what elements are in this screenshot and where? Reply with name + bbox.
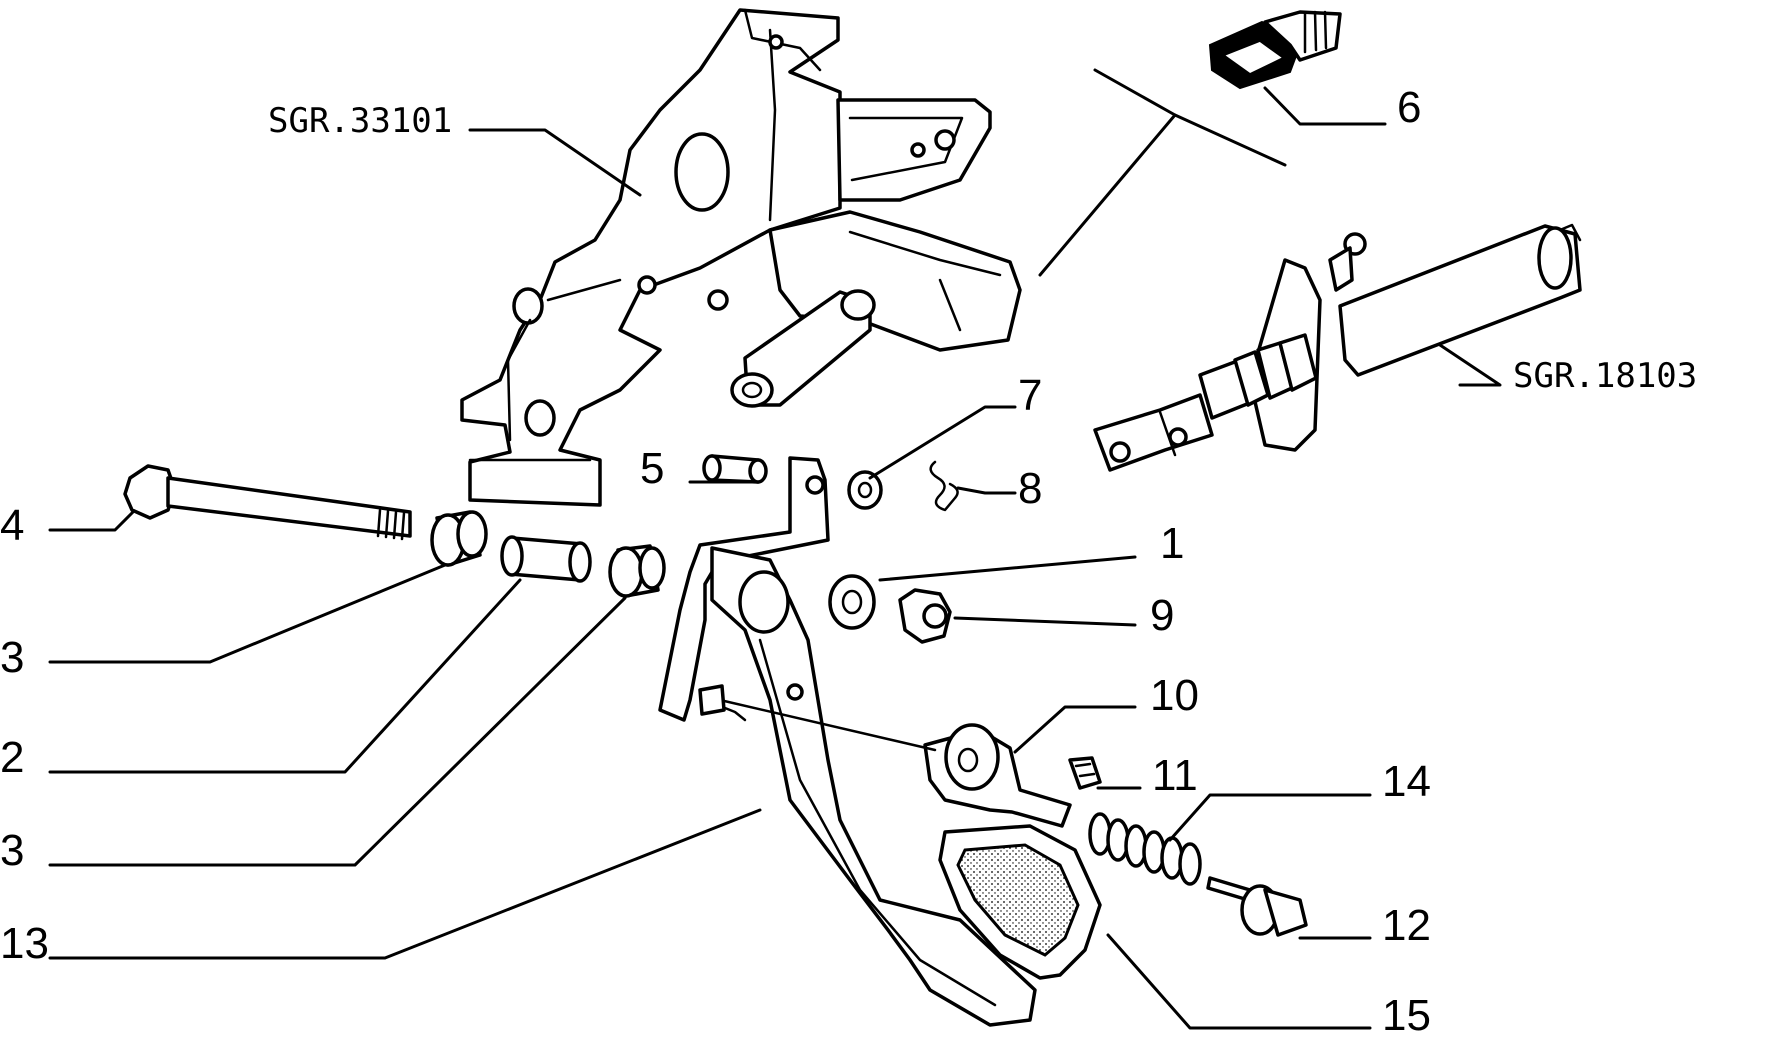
leader-lines <box>48 86 1502 1030</box>
part-6-pin <box>702 454 768 484</box>
part-11-spring-seat <box>923 723 1072 828</box>
pedal-bracket <box>460 8 1022 507</box>
reference-label-bracket: SGR.33101 <box>268 101 452 141</box>
callout-4: 13 <box>0 919 49 968</box>
part-1-washer <box>828 574 876 630</box>
callout-9: 8 <box>1018 464 1042 513</box>
part-3-bushing-right <box>608 544 666 598</box>
part-10-nut <box>898 588 952 644</box>
callout-3-right: 3 <box>0 826 24 875</box>
callout-5: 4 <box>0 501 24 550</box>
assembly-guide-lines <box>698 68 1287 752</box>
part-2-spacer-tube <box>500 535 592 583</box>
part-12-clip <box>1068 756 1102 790</box>
part-8-washer <box>847 470 883 510</box>
callout-11: 10 <box>1150 671 1199 720</box>
callout-7: 6 <box>1397 83 1421 132</box>
clutch-master-cylinder <box>1093 223 1582 472</box>
callout-3-left: 3 <box>0 633 24 682</box>
part-13-spring-rod <box>1206 876 1308 937</box>
callout-12: 11 <box>1152 751 1198 800</box>
part-4-clutch-pedal <box>658 456 1037 1027</box>
callout-8: 7 <box>1018 371 1042 420</box>
callout-2: 2 <box>0 733 24 782</box>
callout-1: 1 <box>1160 519 1184 568</box>
callout-15: 15 <box>1382 991 1431 1039</box>
callout-13: 12 <box>1382 901 1431 950</box>
callout-14: 14 <box>1382 757 1431 806</box>
part-9-clip <box>929 460 959 512</box>
part-15-pedal-pad <box>938 824 1102 980</box>
callout-6: 5 <box>640 444 664 493</box>
part-7-bolt <box>1208 10 1342 90</box>
part-3-bushing-left <box>430 510 488 567</box>
reference-label-master-cylinder: SGR.18103 <box>1513 356 1697 396</box>
part-5-pivot-bolt <box>123 464 412 541</box>
callout-10: 9 <box>1150 591 1174 640</box>
